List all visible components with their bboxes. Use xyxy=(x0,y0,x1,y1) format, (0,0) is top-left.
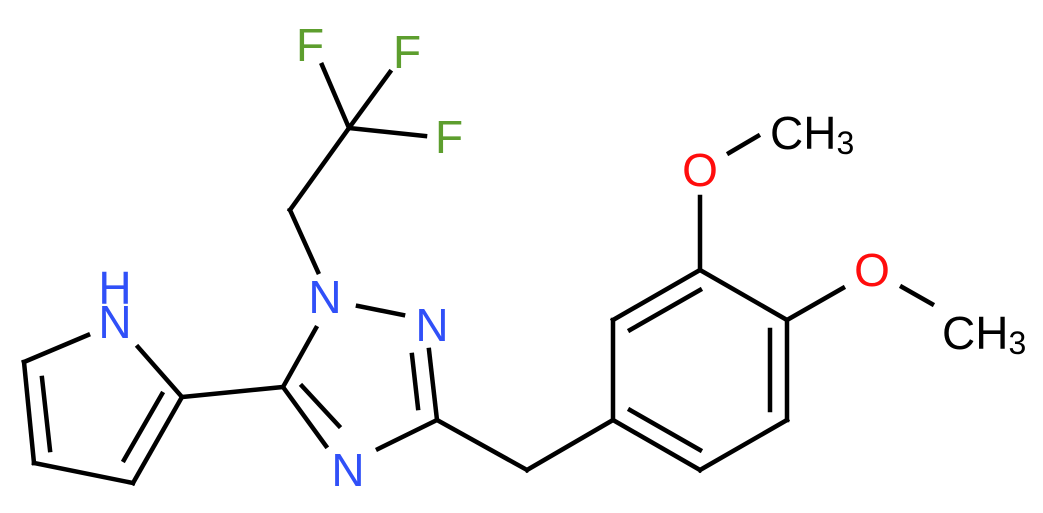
bond-14 xyxy=(21,332,91,365)
bond-4 xyxy=(287,207,321,275)
bond-15 xyxy=(21,359,37,466)
bond-18 xyxy=(129,393,186,487)
bond-10 xyxy=(298,382,343,430)
bond-7 xyxy=(409,352,421,411)
methyl-group-ch3a: CH3 xyxy=(770,107,854,161)
atom-label-f2: F xyxy=(393,26,421,78)
atom-label-nh: N xyxy=(98,296,131,348)
bond-17 xyxy=(31,460,136,486)
atom-label-f1: F xyxy=(296,19,324,71)
bond-13 xyxy=(134,343,186,401)
bond-25 xyxy=(696,266,791,324)
atom-label-n1: N xyxy=(308,271,341,323)
bond-11 xyxy=(279,324,320,391)
bond-0 xyxy=(319,62,352,131)
bond-16 xyxy=(39,375,53,453)
bond-2 xyxy=(346,125,428,139)
bond-19 xyxy=(120,390,166,464)
bond-29 xyxy=(609,416,704,474)
bond-32 xyxy=(725,132,762,157)
bond-8 xyxy=(374,416,441,453)
bond-23 xyxy=(609,266,704,324)
atom-label-h: H xyxy=(98,262,131,314)
atom-label-o1: O xyxy=(682,144,718,196)
methyl-group-ch3b: CH3 xyxy=(942,307,1026,361)
bond-layer xyxy=(21,62,936,487)
bond-30 xyxy=(626,406,704,454)
bond-6 xyxy=(426,347,440,423)
atom-label-n2: N xyxy=(415,299,448,351)
atom-label-o2: O xyxy=(854,244,890,296)
bond-21 xyxy=(523,416,617,474)
bond-28 xyxy=(696,416,791,474)
bond-20 xyxy=(433,416,531,474)
atom-label-n4: N xyxy=(331,444,364,496)
atom-label-f3: F xyxy=(435,111,463,163)
bond-3 xyxy=(286,124,353,214)
bond-1 xyxy=(345,68,394,132)
bond-5 xyxy=(355,303,406,318)
bond-34 xyxy=(898,283,936,308)
bond-9 xyxy=(279,383,330,450)
bond-12 xyxy=(179,384,286,400)
bond-33 xyxy=(783,284,847,324)
bond-24 xyxy=(626,286,704,334)
